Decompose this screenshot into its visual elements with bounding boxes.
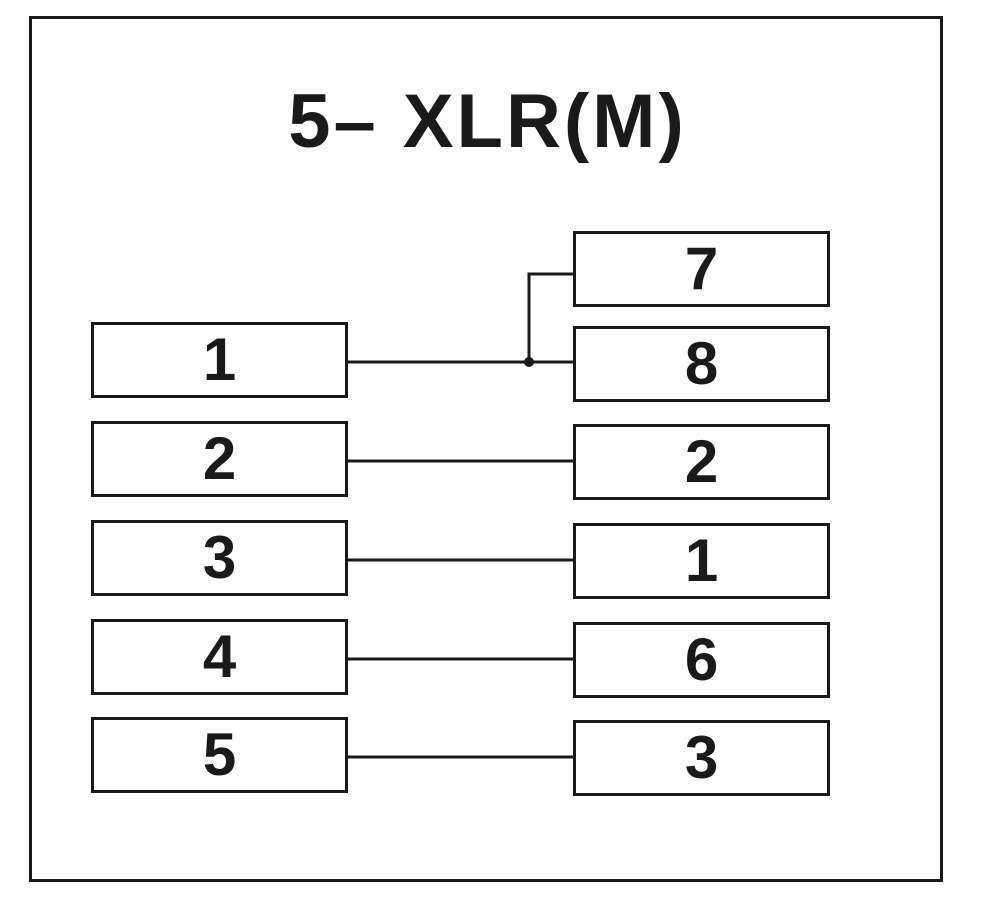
right-pin-6: 6 [573, 622, 830, 698]
right-pin-2: 2 [573, 424, 830, 500]
left-pin-1: 1 [91, 322, 348, 398]
left-pin-5: 5 [91, 717, 348, 793]
diagram-frame [29, 16, 943, 882]
right-pin-8: 8 [573, 326, 830, 402]
left-pin-2: 2 [91, 421, 348, 497]
right-pin-1: 1 [573, 523, 830, 599]
left-pin-4: 4 [91, 619, 348, 695]
diagram-title: 5– XLR(M) [288, 79, 687, 164]
junction-dot [524, 357, 534, 367]
right-pin-7: 7 [573, 231, 830, 307]
left-pin-3: 3 [91, 520, 348, 596]
wire-1-to-7 [527, 272, 573, 362]
right-pin-3: 3 [573, 720, 830, 796]
